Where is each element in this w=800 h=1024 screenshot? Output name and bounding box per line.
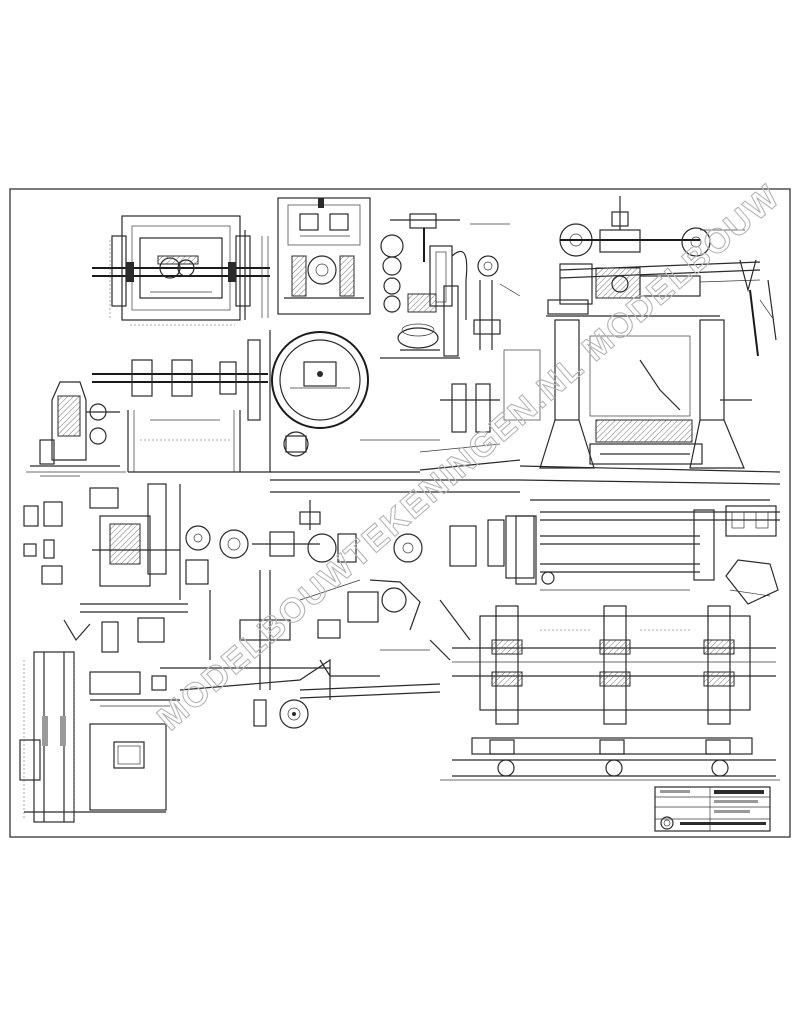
lower-frame xyxy=(19,651,167,823)
flywheel xyxy=(269,330,369,472)
upright-press xyxy=(26,381,126,477)
machine-head xyxy=(503,196,777,469)
small-parts-left xyxy=(23,483,209,653)
base-rail xyxy=(128,383,781,501)
housing-detail xyxy=(277,197,371,315)
title-block xyxy=(654,786,771,832)
spindle-assembly xyxy=(380,213,521,359)
bed-side-view xyxy=(440,737,780,781)
gear-row xyxy=(185,500,535,579)
bed-plan-view xyxy=(452,605,776,725)
horizontal-shafts xyxy=(515,505,780,605)
lever-assembly xyxy=(160,570,471,690)
sheet-border xyxy=(9,188,791,838)
line-shaft xyxy=(92,339,268,472)
gearbox-front-view xyxy=(92,215,270,326)
lower-shaft-details xyxy=(89,658,441,729)
